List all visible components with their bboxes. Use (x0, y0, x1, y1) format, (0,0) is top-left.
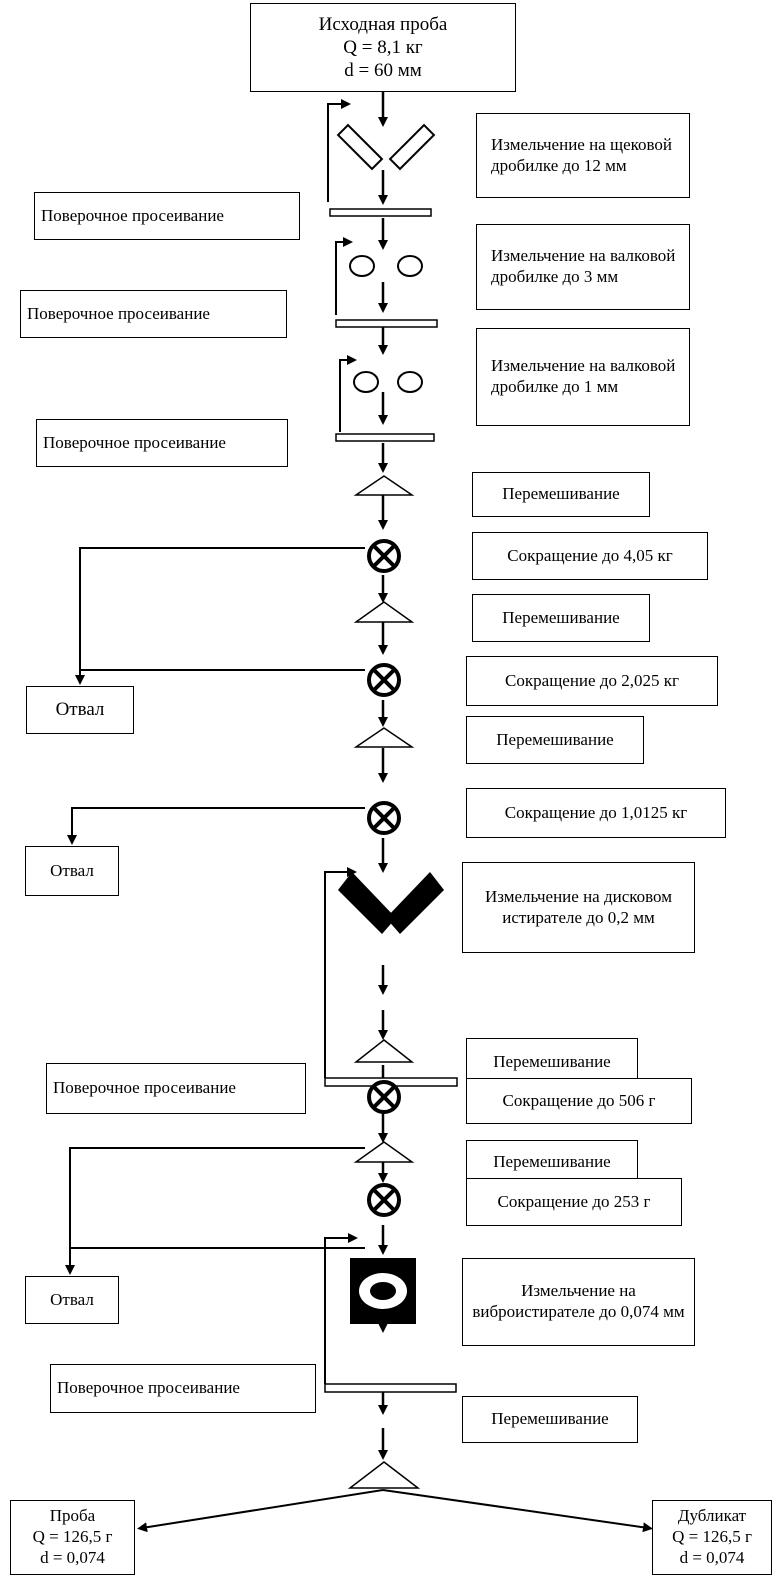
initial-sample-box: Исходная проба Q = 8,1 кг d = 60 мм (250, 3, 516, 92)
final-duplicate-title: Дубликат (677, 1506, 747, 1526)
operation-roll-crusher-3mm: Измельчение на валковой дробилке до 3 мм (476, 224, 690, 310)
disc-grinder-icon (338, 872, 444, 934)
waste-box-3: Отвал (25, 1276, 119, 1324)
sieving-box-3: Поверочное просеивание (36, 419, 288, 467)
operation-vibro-grinder: Измельчение на виброистирателе до 0,074 … (462, 1258, 695, 1346)
initial-sample-title: Исходная проба (318, 13, 448, 35)
final-duplicate-size: d = 0,074 (679, 1547, 745, 1567)
mixing-box-2: Перемешивание (472, 594, 650, 642)
sieving-box-2: Поверочное просеивание (20, 290, 287, 338)
initial-sample-mass: Q = 8,1 кг (343, 36, 423, 58)
vibro-grinder-icon (350, 1258, 416, 1324)
mixing-box-5: Перемешивание (466, 1140, 638, 1184)
mixing-box-6: Перемешивание (462, 1396, 638, 1443)
initial-sample-size: d = 60 мм (344, 60, 422, 82)
sieving-box-1: Поверочное просеивание (34, 192, 300, 240)
operation-jaw-crusher: Измельчение на щековой дробилке до 12 мм (476, 113, 690, 198)
mixing-cone-icon (347, 475, 421, 1489)
sieving-box-5: Поверочное просеивание (50, 1364, 316, 1413)
operation-disc-grinder: Измельчение на дисковом истирателе до 0,… (462, 862, 695, 953)
waste-lines (65, 547, 365, 1275)
final-duplicate-mass: Q = 126,5 г (672, 1527, 752, 1547)
operation-roll-crusher-1mm: Измельчение на валковой дробилке до 1 мм (476, 328, 690, 426)
mixing-box-3: Перемешивание (466, 716, 644, 764)
final-sample-size: d = 0,074 (40, 1547, 105, 1567)
sieving-box-4: Поверочное просеивание (46, 1063, 306, 1114)
reduction-box-5: Сокращение до 253 г (466, 1178, 682, 1226)
roll-crusher-icon (353, 371, 423, 393)
final-split-arrows (137, 1489, 653, 1533)
roll-crusher-icon (349, 255, 423, 277)
final-sample-title: Проба (49, 1506, 96, 1526)
final-sample-box: Проба Q = 126,5 г d = 0,074 (10, 1500, 135, 1575)
waste-box-2: Отвал (25, 846, 119, 896)
final-sample-mass: Q = 126,5 г (32, 1527, 113, 1547)
waste-box-1: Отвал (26, 686, 134, 734)
reduction-box-2: Сокращение до 2,025 кг (466, 656, 718, 706)
reduction-box-4: Сокращение до 506 г (466, 1078, 692, 1124)
reduction-box-3: Сокращение до 1,0125 кг (466, 788, 726, 838)
reduction-box-1: Сокращение до 4,05 кг (472, 532, 708, 580)
jaw-crusher-icon (336, 123, 436, 171)
recycle-lines (324, 99, 358, 1384)
mixing-box-1: Перемешивание (472, 472, 650, 517)
divider-icon (367, 539, 401, 1217)
final-duplicate-box: Дубликат Q = 126,5 г d = 0,074 (652, 1500, 772, 1575)
